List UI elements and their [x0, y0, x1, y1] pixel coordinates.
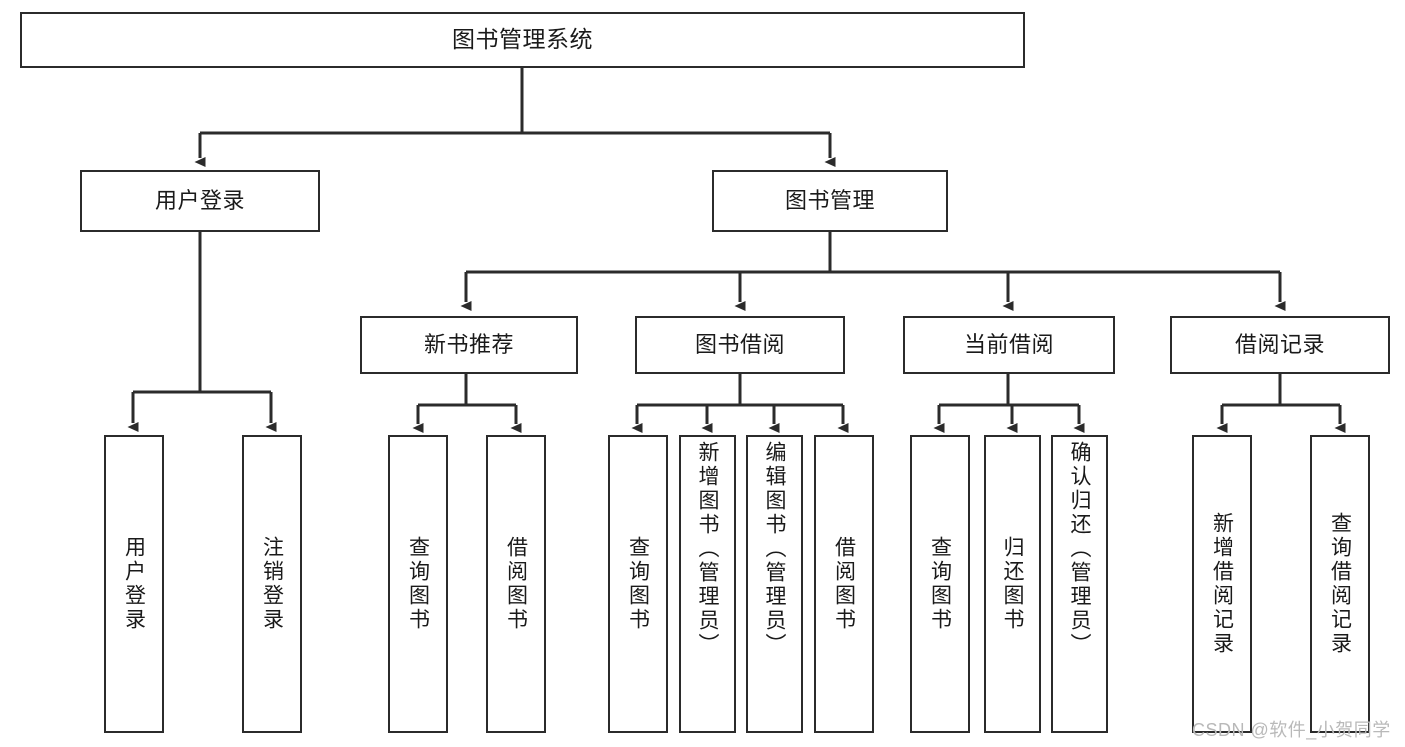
node-leaf-borrow-book-2[interactable]: 借阅图书 — [814, 435, 874, 733]
node-leaf-add-book[interactable]: 新增图书（管理员） — [679, 435, 736, 733]
node-leaf-borrow-book-2-label: 借阅图书 — [832, 536, 856, 632]
node-leaf-edit-book[interactable]: 编辑图书（管理员） — [746, 435, 803, 733]
node-leaf-query-borrow-record[interactable]: 查询借阅记录 — [1310, 435, 1370, 733]
node-leaf-borrow-book-1-label: 借阅图书 — [504, 536, 528, 632]
node-leaf-query-book-1[interactable]: 查询图书 — [388, 435, 448, 733]
node-leaf-query-book-3[interactable]: 查询图书 — [910, 435, 970, 733]
node-leaf-user-login-label: 用户登录 — [122, 536, 146, 632]
node-new-book-recommend[interactable]: 新书推荐 — [360, 316, 578, 374]
node-leaf-return-book[interactable]: 归还图书 — [984, 435, 1041, 733]
node-user-login-label: 用户登录 — [154, 188, 245, 214]
node-borrow-record[interactable]: 借阅记录 — [1170, 316, 1390, 374]
node-root-label: 图书管理系统 — [452, 26, 593, 53]
node-leaf-query-book-1-label: 查询图书 — [406, 536, 430, 632]
node-book-borrow[interactable]: 图书借阅 — [635, 316, 845, 374]
node-book-borrow-label: 图书借阅 — [694, 332, 785, 358]
node-leaf-confirm-return-label: 确认归还（管理员） — [1068, 441, 1091, 657]
node-borrow-record-label: 借阅记录 — [1234, 332, 1325, 358]
node-leaf-add-borrow-record-label: 新增借阅记录 — [1210, 512, 1234, 656]
node-leaf-logout-login[interactable]: 注销登录 — [242, 435, 302, 733]
node-leaf-add-book-label: 新增图书（管理员） — [696, 441, 719, 657]
node-leaf-edit-book-label: 编辑图书（管理员） — [763, 441, 786, 657]
node-user-login[interactable]: 用户登录 — [80, 170, 320, 232]
watermark: CSDN @软件_小贺同学 — [1192, 720, 1391, 740]
node-leaf-return-book-label: 归还图书 — [1001, 536, 1024, 632]
node-leaf-logout-login-label: 注销登录 — [260, 536, 284, 632]
node-leaf-query-borrow-record-label: 查询借阅记录 — [1328, 512, 1352, 656]
node-leaf-query-book-2-label: 查询图书 — [626, 536, 650, 632]
node-current-borrow-label: 当前借阅 — [963, 332, 1054, 358]
node-leaf-confirm-return[interactable]: 确认归还（管理员） — [1051, 435, 1108, 733]
node-book-manage[interactable]: 图书管理 — [712, 170, 948, 232]
node-leaf-borrow-book-1[interactable]: 借阅图书 — [486, 435, 546, 733]
node-leaf-add-borrow-record[interactable]: 新增借阅记录 — [1192, 435, 1252, 733]
node-root[interactable]: 图书管理系统 — [20, 12, 1025, 68]
node-leaf-query-book-2[interactable]: 查询图书 — [608, 435, 668, 733]
node-new-book-recommend-label: 新书推荐 — [423, 332, 514, 358]
node-leaf-query-book-3-label: 查询图书 — [928, 536, 952, 632]
node-current-borrow[interactable]: 当前借阅 — [903, 316, 1115, 374]
node-book-manage-label: 图书管理 — [784, 188, 875, 214]
node-leaf-user-login[interactable]: 用户登录 — [104, 435, 164, 733]
